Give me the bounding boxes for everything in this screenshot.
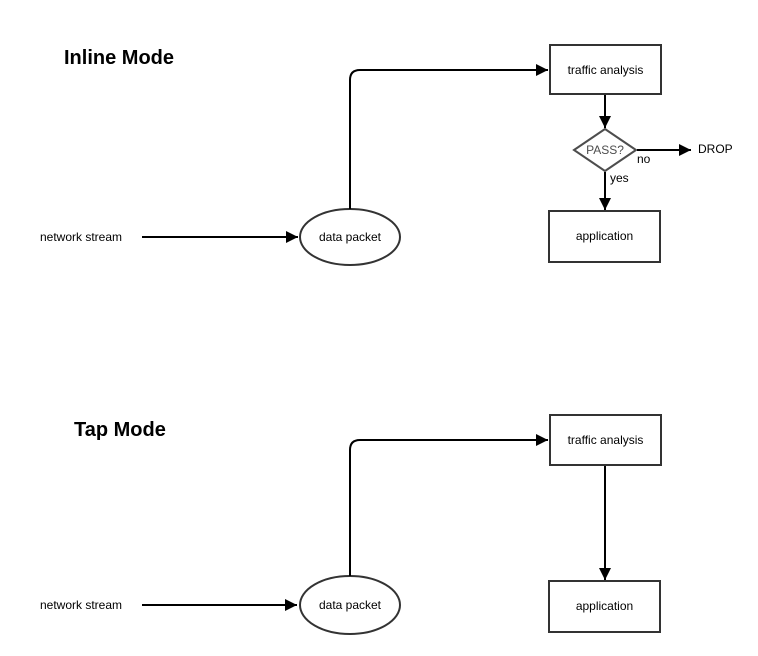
- inline-data-packet-label: data packet: [318, 230, 382, 244]
- inline-application-label: application: [575, 229, 634, 243]
- inline-pass-decision-diamond: [572, 127, 638, 173]
- tap-application-box: [548, 580, 661, 633]
- inline-no-label: no: [637, 152, 651, 166]
- tap-traffic-analysis-label: traffic analysis: [567, 433, 644, 447]
- inline-traffic-analysis-box: [549, 44, 662, 95]
- inline-application-box: [548, 210, 661, 263]
- inline-edge-packet-to-analysis: [349, 64, 548, 209]
- inline-pass-label: PASS?: [586, 143, 624, 157]
- tap-data-packet-label: data packet: [318, 598, 382, 612]
- inline-network-stream-label: network stream: [40, 230, 123, 244]
- tap-mode-title: Tap Mode: [74, 419, 166, 441]
- tap-application-label: application: [575, 599, 634, 613]
- inline-mode-title: Inline Mode: [64, 47, 174, 69]
- tap-edge-packet-to-analysis: [349, 434, 548, 576]
- inline-yes-label: yes: [610, 171, 629, 185]
- inline-traffic-analysis-label: traffic analysis: [567, 63, 644, 77]
- inline-drop-label: DROP: [698, 142, 733, 156]
- tap-traffic-analysis-box: [549, 414, 662, 466]
- tap-network-stream-label: network stream: [40, 598, 123, 612]
